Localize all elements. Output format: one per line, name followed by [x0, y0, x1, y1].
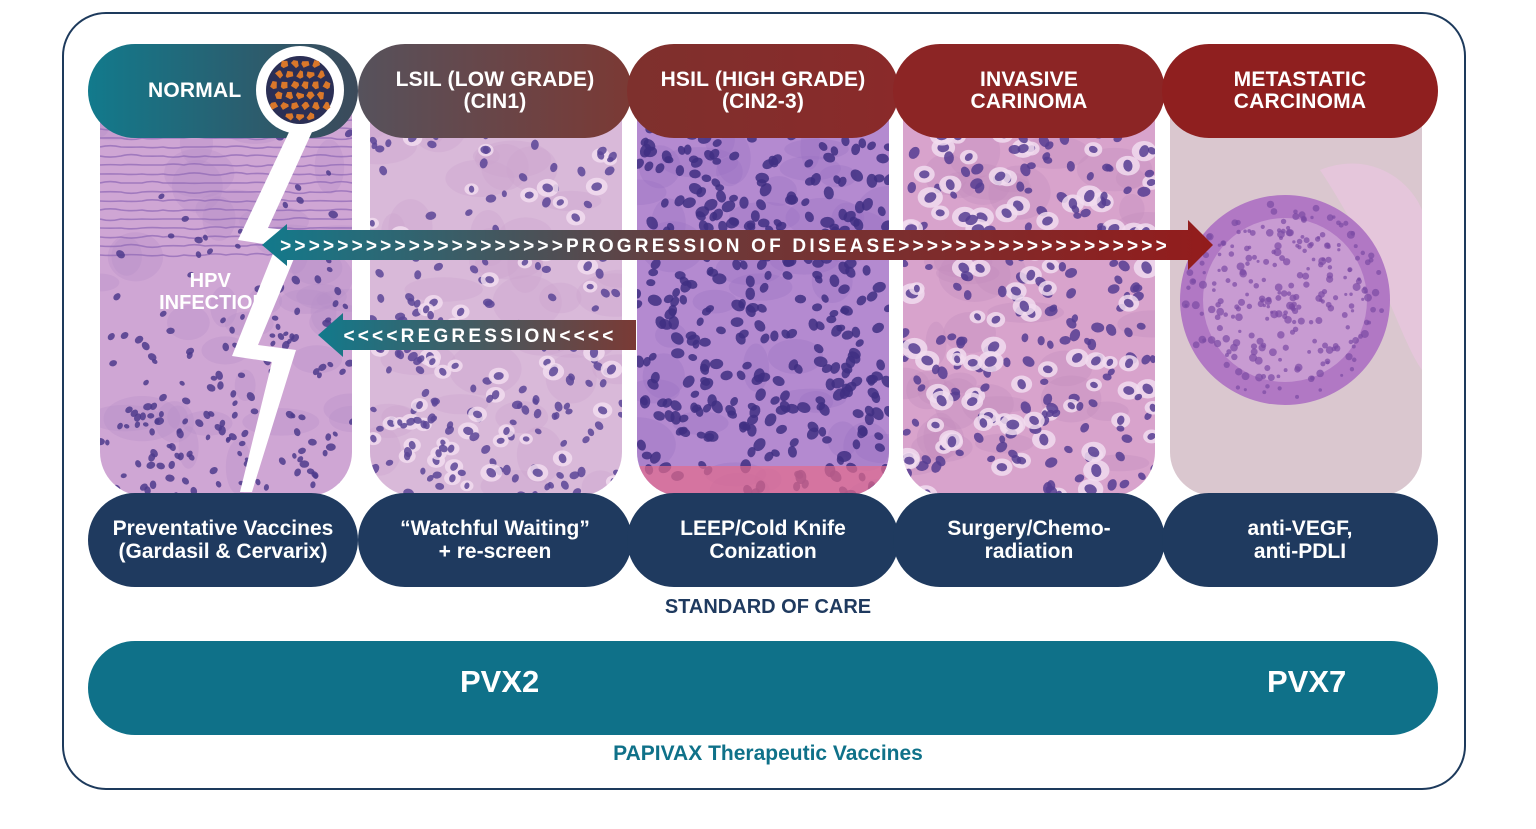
- stage-label-lsil: LSIL (LOW GRADE) (CIN1): [395, 68, 595, 113]
- stage-label-invasive: INVASIVE CARINOMA: [970, 68, 1088, 113]
- panel-metastatic-histology: [1170, 110, 1422, 496]
- stage-header-lsil: LSIL (LOW GRADE) (CIN1): [358, 44, 632, 138]
- treatment-metastatic: anti-VEGF, anti-PDLI: [1162, 493, 1438, 587]
- panel-normal-histology: [100, 110, 352, 496]
- panel-hsil-histology: [637, 110, 889, 496]
- treatment-invasive: Surgery/Chemo- radiation: [893, 493, 1165, 587]
- stage-label-hsil: HSIL (HIGH GRADE) (CIN2-3): [660, 68, 866, 113]
- panel-invasive-histology: [903, 110, 1155, 496]
- treatment-lsil: “Watchful Waiting” + re-screen: [358, 493, 632, 587]
- therapeutic-vaccine-bar: [88, 641, 1438, 735]
- stage-header-hsil: HSIL (HIGH GRADE) (CIN2-3): [627, 44, 899, 138]
- treatment-normal: Preventative Vaccines (Gardasil & Cervar…: [88, 493, 358, 587]
- diagram-frame: [62, 12, 1466, 790]
- stage-label-normal: NORMAL: [148, 79, 242, 102]
- hpv-virus-icon: [256, 46, 344, 134]
- papivax-label: PAPIVAX Therapeutic Vaccines: [613, 742, 923, 765]
- stage-label-metastatic: METASTATIC CARCINOMA: [1233, 68, 1367, 113]
- stage-header-metastatic: METASTATIC CARCINOMA: [1162, 44, 1438, 138]
- standard-of-care-label: STANDARD OF CARE: [664, 596, 872, 618]
- vaccine-pvx7: PVX7: [1267, 664, 1347, 699]
- stage-header-invasive: INVASIVE CARINOMA: [893, 44, 1165, 138]
- vaccine-pvx2: PVX2: [460, 664, 540, 699]
- treatment-hsil: LEEP/Cold Knife Conization: [627, 493, 899, 587]
- panel-lsil-histology: [370, 110, 622, 496]
